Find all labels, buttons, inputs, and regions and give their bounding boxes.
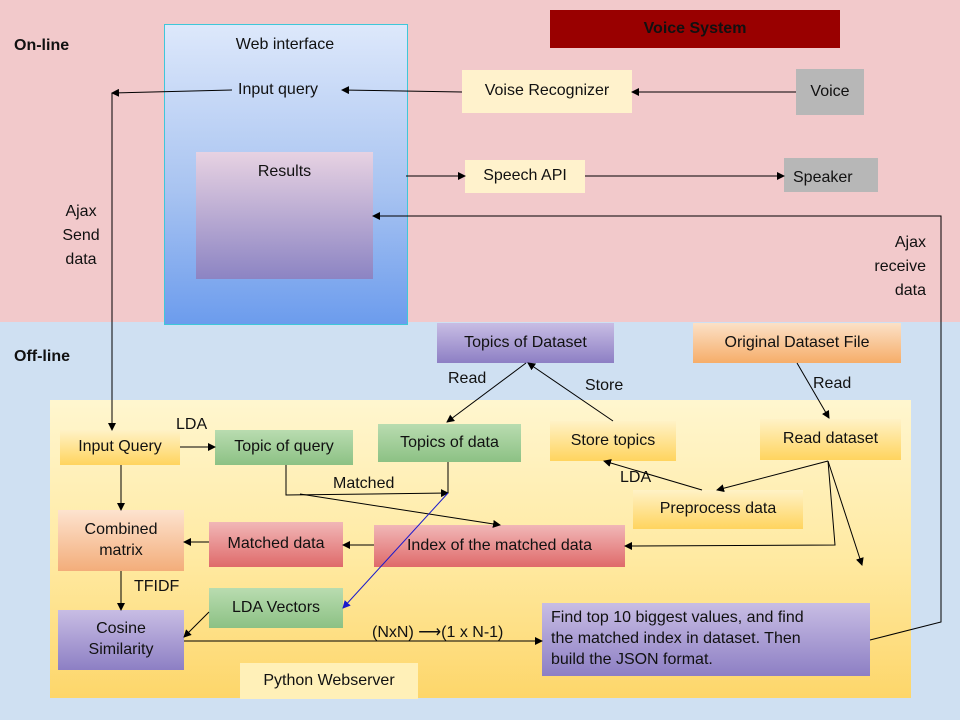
lda-preprocess-label: LDA [620,469,652,486]
ajax-receive-label: Ajax receive data [862,231,926,303]
arrow-store-topics [527,362,614,422]
offline-label: Off-line [14,348,70,365]
store-topics-box: Store topics [550,421,676,461]
combined-matrix-line-2: matrix [99,541,143,559]
voice-box: Voice [796,69,864,115]
cosine-similarity-line-1: Cosine [96,620,146,638]
find-top-line-3: build the JSON format. [551,650,713,668]
ajax-send-line-2: Send [62,227,100,244]
matrix-shape-label: (NxN) ⟶(1 x N-1) [372,624,504,641]
combined-matrix-box: Combined matrix [58,510,184,571]
topic-of-query-box: Topic of query [215,430,353,465]
ajax-send-line-1: Ajax [65,203,97,220]
index-of-matched-data-box: Index of the matched data [374,525,625,567]
results-label: Results [257,163,312,180]
arrow-topic-to-matched [285,465,449,498]
preprocess-data-box: Preprocess data [633,490,803,529]
arrow-input-to-ajax-send [111,88,233,97]
arrow-read-to-index [624,460,836,550]
arrow-ajax-receive [372,212,942,641]
web-interface-title: Web interface [235,36,335,53]
arrow-read-to-preprocess [716,460,829,493]
results-box: Results [196,152,373,279]
original-dataset-file-box: Original Dataset File [693,323,901,363]
ajax-send-line-3: data [65,251,97,268]
matched-data-box: Matched data [209,522,343,567]
lda-query-label: LDA [176,416,208,433]
input-query-online: Input query [238,81,319,98]
read-dataset-box: Read dataset [760,419,901,460]
topics-of-dataset-box: Topics of Dataset [437,323,614,363]
arrow-matched-to-index [299,493,501,528]
arrow-read-original [796,362,830,419]
find-top-values-box: Find top 10 biggest values, and find the… [542,603,870,676]
arrow-recognizer-to-input [341,86,463,95]
topics-of-data-box: Topics of data [378,424,521,462]
input-query-box: Input Query [60,430,180,465]
read-topics-label: Read [448,370,487,387]
online-label: On-line [14,37,70,54]
arrow-lda-to-cosine [183,611,210,638]
find-top-line-2: the matched index in dataset. Then [551,630,801,648]
find-top-line-1: Find top 10 biggest values, and find [551,609,804,627]
tfidf-label: TFIDF [134,578,180,595]
speech-api-box: Speech API [465,160,585,193]
voice-system-banner: Voice System [550,10,840,48]
arrow-lda-to-store [603,459,703,491]
ajax-send-label: Ajax Send data [62,200,100,272]
arrow-read-topics [446,362,527,423]
cosine-similarity-box: Cosine Similarity [58,610,184,670]
voise-recognizer-box: Voise Recognizer [462,70,632,113]
lda-vectors-box: LDA Vectors [209,588,343,628]
arrow-topics-to-lda-vectors [342,492,449,609]
speaker-box: Speaker [784,158,878,192]
cosine-similarity-line-2: Similarity [88,641,154,658]
matched-label: Matched [333,475,395,492]
store-label: Store [585,377,624,394]
ajax-receive-line-3: data [894,282,926,299]
read-dataset-label: Read [813,375,852,392]
ajax-receive-line-1: Ajax [894,234,926,251]
python-webserver-box: Python Webserver [240,663,418,699]
combined-matrix-line-1: Combined [84,520,158,538]
ajax-receive-line-2: receive [874,258,926,275]
arrow-read-to-find [827,460,864,566]
